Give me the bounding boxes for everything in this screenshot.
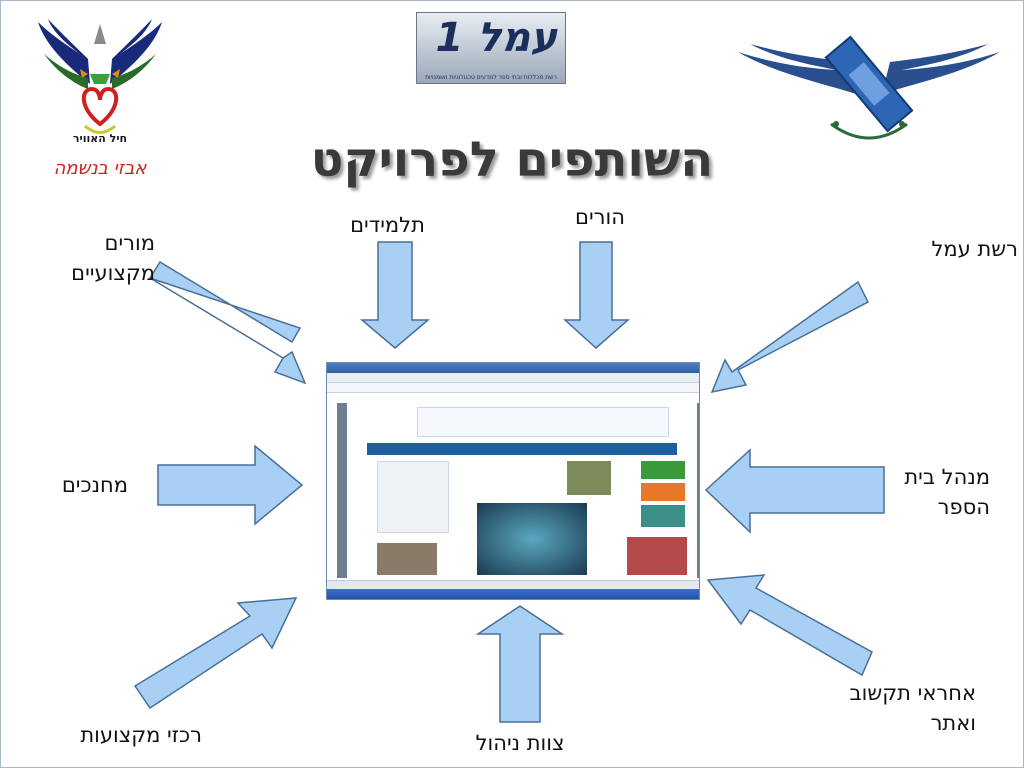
browser-address-bar: [327, 373, 699, 383]
website-nav: [367, 443, 677, 455]
website-banner: [417, 407, 669, 437]
website-teal-button: [641, 505, 685, 527]
arrow-from-teachers: [148, 260, 307, 385]
holon-wings-emblem-icon: הולון: [738, 35, 1000, 140]
browser-toolbar: [327, 383, 699, 393]
label-management: צוות ניהול: [475, 731, 565, 755]
website-green-button: [641, 461, 685, 479]
arrow-from-coordinators: [133, 597, 298, 710]
website-photo-2: [627, 537, 687, 575]
logo-bottom-text: אבזי בנשמה: [54, 158, 148, 179]
arrow-from-parents: [563, 241, 630, 350]
arrow-from-principal: [704, 448, 885, 534]
arrow-from-management: [475, 605, 565, 723]
website-page: [337, 403, 699, 578]
label-it-managers: אחראי תקשוב ואתר: [849, 681, 976, 735]
label-educators: מחנכים: [61, 473, 128, 497]
page-title: השותפים לפרויקט: [310, 132, 714, 188]
website-sidebar: [377, 461, 449, 533]
website-photo-3: [377, 543, 437, 575]
air-force-heart-logo: חיל האוויר אבזי בנשמה: [38, 19, 162, 179]
amal-logo-tagline: רשת מכללות ובתי ספר למדעים טכנולוגיות וא…: [425, 74, 557, 81]
label-students: תלמידים: [350, 213, 425, 237]
windows-taskbar: [327, 589, 699, 599]
label-coordinators: רכזי מקצועות: [80, 723, 202, 747]
website-orange-button: [641, 483, 685, 501]
amal-logo-name: עמל 1: [435, 15, 557, 61]
label-principal: מנהל בית הספר: [904, 465, 990, 519]
arrow-from-educators: [157, 444, 304, 526]
amal-logo: עמל 1 רשת מכללות ובתי ספר למדעים טכנולוג…: [416, 12, 566, 84]
label-network: רשת עמל: [931, 237, 1018, 261]
browser-titlebar: [327, 363, 699, 373]
holon-logo-text: הולון: [855, 121, 883, 135]
left-wing-icon: [38, 19, 90, 89]
right-wing-icon: [110, 19, 162, 89]
arrow-from-network: [710, 280, 870, 394]
arrow-from-it-managers: [706, 574, 873, 677]
label-parents: הורים: [575, 205, 625, 229]
browser-status-bar: [327, 580, 699, 589]
website-screenshot: [326, 362, 700, 600]
website-video: [477, 503, 587, 575]
arrow-from-students: [359, 241, 431, 349]
heart-icon: [81, 86, 119, 127]
logo-top-text: חיל האוויר: [73, 132, 127, 145]
website-photo: [567, 461, 611, 495]
label-teachers: מורים מקצועיים: [71, 231, 155, 285]
